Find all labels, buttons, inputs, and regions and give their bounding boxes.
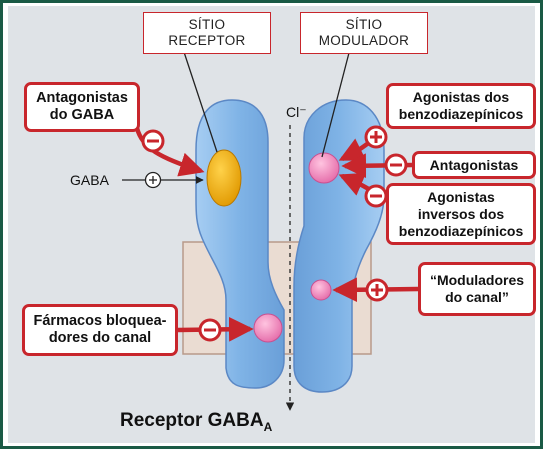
antagonists-box: Antagonistas — [412, 151, 536, 179]
receptor-site-line-1: SÍTIO — [188, 17, 226, 32]
gaba-label: GABA — [70, 172, 109, 188]
gaba-antagonists-line-1: Antagonistas — [36, 90, 128, 106]
gaba-binding-site — [206, 149, 242, 207]
channel-blockers-line-1: Fármacos bloquea- — [33, 313, 167, 329]
receptor-caption: Receptor GABAA — [120, 410, 272, 434]
modulator-site-label: SÍTIO MODULADOR — [300, 12, 428, 54]
receptor-site-pointer — [182, 48, 218, 153]
inverse-agonists-line-1: Agonistas — [427, 188, 495, 205]
channel-modulators-line-2: do canal” — [445, 289, 509, 305]
channel-modulators-box: “Moduladores do canal” — [418, 262, 536, 316]
modulator-site-line-1: SÍTIO — [345, 17, 383, 32]
antagonists-label: Antagonistas — [429, 156, 519, 173]
channel-blockers-line-2: dores do canal — [48, 330, 152, 346]
bzd-agonists-line-2: benzodiazepínicos — [398, 106, 524, 122]
modulator-site-pointer — [321, 48, 351, 158]
plus-sign-bzd-agonist — [364, 125, 388, 149]
channel-modulators-line-1: “Moduladores — [429, 272, 525, 288]
benzodiazepine-binding-site — [308, 152, 340, 184]
bzd-agonists-box: Agonistas dos benzodiazepínicos — [386, 83, 536, 129]
bzd-agonists-line-1: Agonistas dos — [412, 89, 510, 105]
plus-sign-channel-modulator — [365, 278, 389, 302]
channel-modulator-site — [310, 279, 332, 301]
receptor-caption-main: Receptor GABA — [120, 410, 264, 431]
channel-blockers-box: Fármacos bloquea- dores do canal — [22, 304, 178, 356]
minus-sign-channel-blocker — [198, 318, 222, 342]
chloride-label: Cl⁻ — [286, 104, 307, 120]
receptor-site-label: SÍTIO RECEPTOR — [143, 12, 271, 54]
gaba-antagonists-line-2: do GABA — [49, 107, 115, 123]
inverse-agonists-line-3: benzodiazepínicos — [398, 222, 524, 239]
inverse-agonists-line-2: inversos dos — [417, 205, 505, 222]
minus-sign-gaba-antagonist — [141, 129, 165, 153]
minus-sign-antagonist — [384, 153, 408, 177]
channel-blocker-site — [253, 313, 283, 343]
gaba-antagonists-box: Antagonistas do GABA — [24, 82, 140, 132]
inverse-agonists-box: Agonistas inversos dos benzodiazepínicos — [386, 183, 536, 245]
receptor-caption-subscript: A — [263, 419, 273, 434]
receptor-site-line-2: RECEPTOR — [168, 33, 246, 48]
minus-sign-inverse-agonist — [364, 184, 388, 208]
modulator-site-line-2: MODULADOR — [318, 33, 410, 48]
